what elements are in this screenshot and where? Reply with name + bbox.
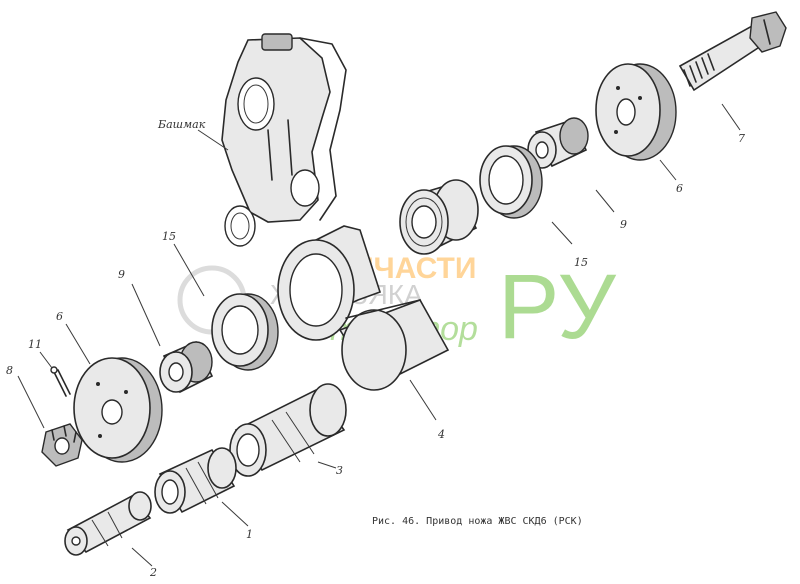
part-cotter-pin (50, 366, 71, 397)
label-part-1: 1 (246, 528, 253, 541)
label-part-9b: 9 (620, 218, 627, 231)
leader-7 (721, 103, 741, 131)
leader-1 (221, 501, 249, 527)
label-part-15a: 15 (162, 230, 176, 243)
leader-15a (173, 243, 205, 297)
part-bolt (678, 11, 787, 92)
label-part-6a: 6 (56, 310, 63, 323)
leader-4 (409, 379, 437, 421)
part-axle-pin (64, 491, 152, 556)
part-disc-left (73, 357, 163, 463)
part-ring-left (211, 293, 279, 371)
label-part-11: 11 (28, 338, 42, 351)
part-bearing (399, 179, 479, 255)
part-bushing-right (527, 117, 589, 169)
leader-6b (659, 159, 677, 181)
leader-3 (317, 461, 337, 469)
label-part-3: 3 (336, 464, 343, 477)
part-bushing-left (159, 340, 214, 394)
label-part-8: 8 (6, 364, 13, 377)
leader-9a (131, 283, 161, 347)
leader-11 (39, 351, 53, 369)
part-housing (277, 225, 450, 391)
label-part-9a: 9 (118, 268, 125, 281)
part-ring-right (479, 145, 543, 219)
leader-6a (65, 323, 91, 365)
callout-label: Башмак (157, 118, 206, 131)
label-part-7: 7 (738, 132, 745, 145)
leader-2 (131, 547, 153, 567)
leader-8 (17, 375, 45, 429)
part-lever-bracket (221, 33, 347, 247)
label-part-6b: 6 (676, 182, 683, 195)
label-part-2: 2 (149, 566, 157, 579)
leader-callout (197, 129, 229, 151)
part-disc-right (595, 63, 677, 161)
leader-15b (551, 221, 573, 245)
part-sleeve (229, 383, 347, 477)
label-part-4: 4 (437, 428, 445, 441)
part-castle-nut (41, 423, 83, 467)
leader-9b (595, 189, 615, 213)
figure-caption: Рис. 46. Привод ножа ЖВС СКД6 (РСК) (372, 516, 583, 527)
watermark-suffix: РУ (498, 256, 616, 358)
label-part-15b: 15 (574, 256, 588, 269)
part-bushing-1 (154, 447, 237, 514)
